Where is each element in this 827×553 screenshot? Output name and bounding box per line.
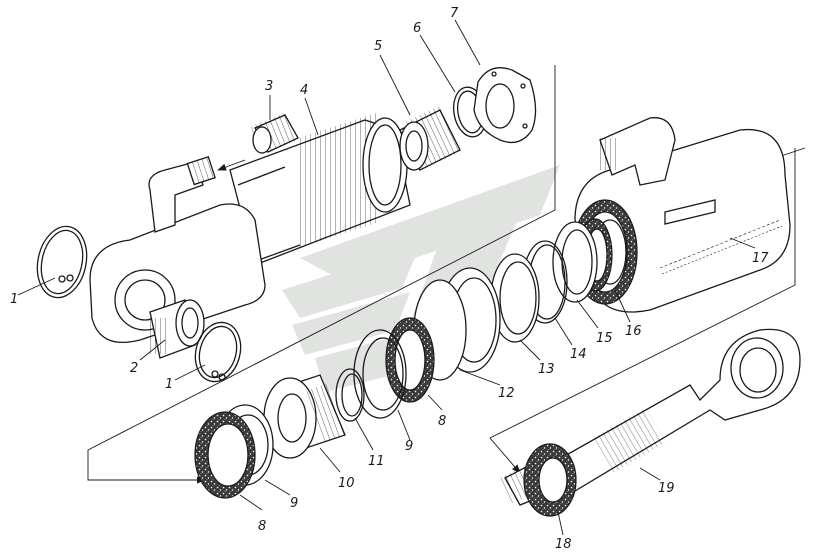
label-8b: 8	[438, 414, 446, 429]
label-8a: 8	[258, 519, 266, 534]
ring-11	[335, 368, 365, 422]
seal-8-lower	[194, 411, 256, 499]
label-7: 7	[450, 6, 459, 21]
snap-ring-1-lower	[194, 321, 242, 383]
label-9a: 9	[290, 496, 298, 511]
part-labels: 1 1 2 3 4 5 6 7 8 8 9 9 10 11 12 13 14 1…	[10, 6, 769, 552]
label-2: 2	[130, 361, 138, 376]
leader-lines	[17, 19, 756, 536]
rod-seal-18	[523, 443, 577, 517]
label-19: 19	[658, 481, 675, 496]
gland-nut-5	[399, 105, 463, 171]
fitting-3	[250, 112, 299, 155]
ring-15	[552, 221, 598, 303]
label-13: 13	[538, 362, 555, 377]
ring-13	[490, 253, 540, 343]
label-1b: 1	[165, 377, 173, 392]
label-5: 5	[374, 39, 382, 54]
cylinder-rear-head	[89, 155, 266, 344]
label-3: 3	[265, 79, 273, 94]
label-15: 15	[596, 331, 613, 346]
label-11: 11	[368, 454, 385, 469]
flange-7	[473, 67, 537, 144]
seal-pack-upper	[353, 279, 467, 419]
spherical-bearing-2	[149, 299, 205, 359]
label-14: 14	[570, 347, 587, 362]
label-6: 6	[413, 21, 421, 36]
label-9b: 9	[405, 439, 413, 454]
label-18: 18	[555, 537, 572, 552]
label-10: 10	[338, 476, 355, 491]
label-17: 17	[752, 251, 769, 266]
label-16: 16	[625, 324, 642, 339]
label-4: 4	[300, 83, 308, 98]
label-1a: 1	[10, 292, 18, 307]
snap-ring-1-left	[36, 225, 88, 299]
label-12: 12	[498, 386, 515, 401]
